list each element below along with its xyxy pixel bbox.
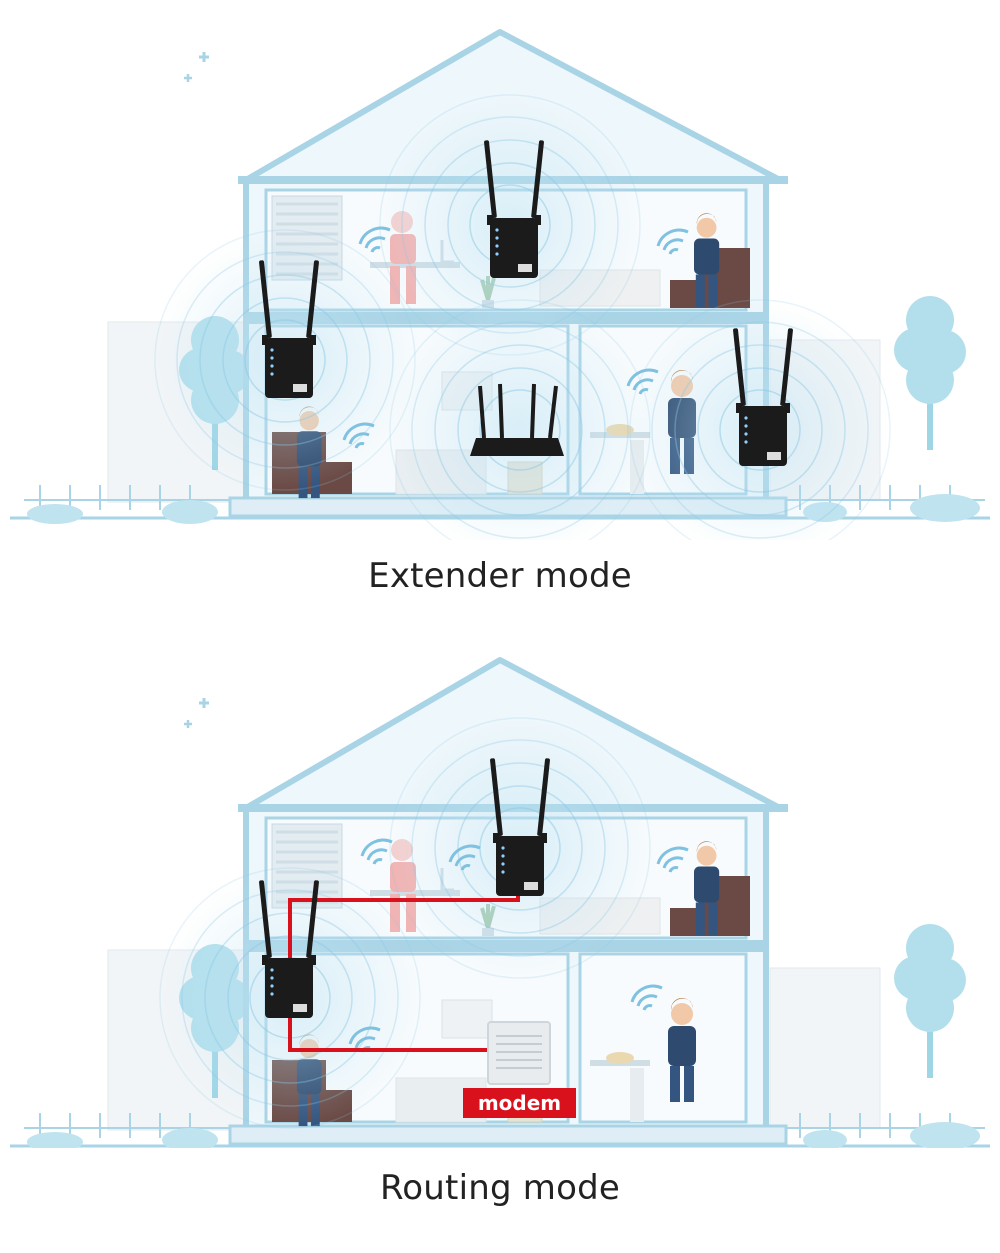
router-icon (470, 383, 564, 456)
moon-icon (182, 696, 254, 763)
extender-mode-panel (10, 0, 990, 540)
modem-icon (487, 1021, 551, 1085)
moon-icon (182, 50, 254, 117)
routing-mode-panel (10, 648, 990, 1148)
extender-mode-illustration (10, 0, 990, 540)
extender-mode-caption: Extender mode (368, 556, 632, 596)
routing-mode-illustration (10, 648, 990, 1148)
modem-label: modem (463, 1088, 576, 1118)
routing-mode-caption: Routing mode (380, 1168, 620, 1208)
